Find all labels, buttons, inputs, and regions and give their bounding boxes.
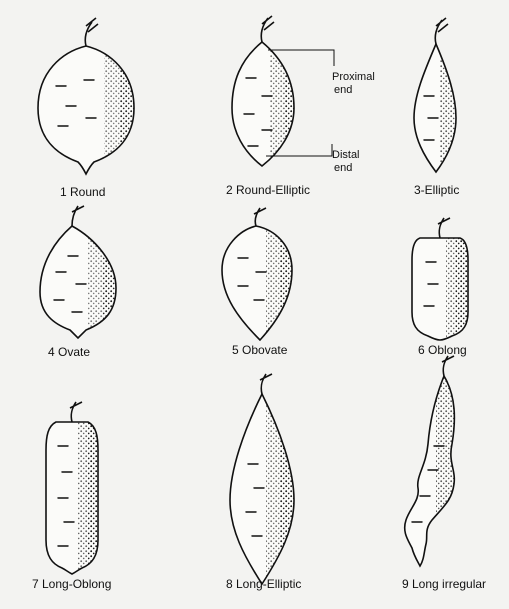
stalk-icon: [438, 218, 450, 238]
distal-label-end: end: [334, 162, 352, 174]
stalk-icon: [85, 18, 98, 46]
stalk-icon: [261, 16, 274, 42]
stalk-icon: [260, 374, 272, 394]
shape-label: 7 Long-Oblong: [32, 577, 111, 591]
root-shading-dense: [280, 390, 298, 588]
shape-round: [38, 18, 140, 180]
shape-label: 6 Oblong: [418, 343, 467, 357]
shape-label: 5 Obovate: [232, 343, 288, 357]
shape-long-irregular: [405, 356, 460, 570]
shape-obovate: [222, 208, 296, 344]
shape-label: 2 Round-Elliptic: [226, 183, 310, 197]
stalk-icon: [70, 402, 82, 422]
proximal-label-end: end: [334, 84, 352, 96]
shape-label: 3-Elliptic: [414, 183, 459, 197]
shape-long-elliptic: [230, 374, 298, 588]
root-shading-dense: [120, 40, 140, 180]
shape-long-oblong: [46, 402, 102, 578]
shape-label: 8 Long-Elliptic: [226, 577, 301, 591]
shape-elliptic: [414, 18, 460, 176]
stalk-icon: [435, 18, 448, 44]
root-shading-dense: [102, 220, 120, 344]
proximal-label: Proximal: [332, 71, 375, 83]
shape-round-elliptic: [232, 16, 334, 170]
shape-label: 9 Long irregular: [402, 577, 486, 591]
stalk-icon: [72, 206, 84, 226]
root-shading: [436, 370, 460, 570]
root-shading-dense: [284, 40, 300, 170]
shape-label: 4 Ovate: [48, 345, 90, 359]
root-shading-dense: [280, 222, 296, 344]
shape-label: 1 Round: [60, 185, 105, 199]
stalk-icon: [442, 356, 454, 376]
distal-label: Distal: [332, 149, 360, 161]
stalk-icon: [254, 208, 266, 226]
shape-ovate: [40, 206, 120, 344]
shape-oblong: [412, 218, 472, 344]
root-shading-dense: [456, 232, 472, 344]
root-shading-dense: [88, 416, 102, 578]
